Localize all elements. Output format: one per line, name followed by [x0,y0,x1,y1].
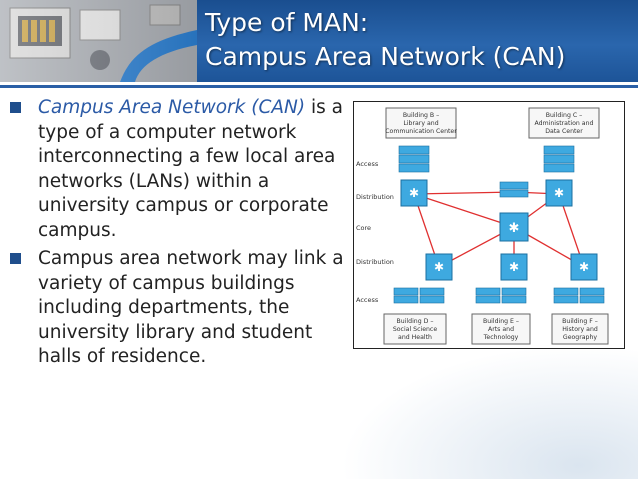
building-box-e: Building E – Arts and Technology [471,313,531,345]
layer-label-distribution-bottom: Distribution [356,258,394,266]
building-box-f: Building F – History and Geography [551,313,609,345]
slide-title: Type of MAN: Campus Area Network (CAN) [205,6,635,74]
switch-stack-c-icon [543,145,575,173]
building-e-line1: Building E – [483,318,519,325]
svg-text:✱: ✱ [509,221,520,236]
distribution-switch-e-icon: ✱ [500,253,528,281]
square-bullet-icon [10,253,21,264]
building-b-line2: Library and [403,120,438,127]
decorative-background [340,345,638,479]
diagram-svg: Access Distribution Core Distribution Ac… [356,107,609,345]
building-b-line1: Building B – [403,112,439,119]
layer-label-core: Core [356,224,371,232]
bullet-1-text: is a type of a computer network intercon… [38,97,343,241]
core-switch-stack-icon [499,181,529,198]
distribution-switch-f-icon: ✱ [570,253,598,281]
building-d-line1: Building D – [397,318,434,325]
distribution-switch-d-icon: ✱ [425,253,453,281]
layer-label-access-top: Access [356,160,379,168]
campus-network-diagram: Access Distribution Core Distribution Ac… [353,101,625,349]
bullet-1-emphasis: Campus Area Network (CAN) [38,97,306,118]
header-divider-white [0,82,638,85]
slide-header: Type of MAN: Campus Area Network (CAN) [0,0,638,82]
svg-text:✱: ✱ [579,260,589,274]
bullet-list: Campus Area Network (CAN) is a type of a… [10,96,345,374]
building-d-line2: Social Science [393,326,437,333]
network-cable-photo [0,0,197,82]
bullet-item-2: Campus area network may link a variety o… [10,247,345,370]
access-switches-bottom-icon [393,287,605,304]
bullet-2-text: Campus area network may link a variety o… [38,248,344,367]
svg-text:✱: ✱ [509,260,519,274]
building-c-line1: Building C – [546,112,582,119]
core-switch-icon: ✱ [499,212,529,242]
building-e-line2: Arts and [488,326,514,333]
building-c-line3: Data Center [545,128,583,135]
building-box-b: Building B – Library and Communication C… [385,107,457,139]
building-box-c: Building C – Administration and Data Cen… [528,107,600,139]
cable-illustration-icon [0,0,197,82]
layer-label-access-bottom: Access [356,296,379,304]
building-e-line3: Technology [483,334,519,341]
building-d-line3: and Health [398,334,432,341]
building-f-line2: History and [562,326,598,333]
title-line-1: Type of MAN: [205,8,369,37]
square-bullet-icon [10,102,21,113]
building-f-line1: Building F – [562,318,598,325]
building-c-line2: Administration and [535,120,594,127]
svg-text:✱: ✱ [409,186,419,200]
distribution-switch-c-icon: ✱ [545,179,573,207]
building-box-d: Building D – Social Science and Health [383,313,447,345]
distribution-switch-b-icon: ✱ [400,179,428,207]
header-divider-blue [0,85,638,88]
bullet-item-1: Campus Area Network (CAN) is a type of a… [10,96,345,243]
svg-text:✱: ✱ [434,260,444,274]
svg-text:✱: ✱ [554,186,564,200]
title-line-2: Campus Area Network (CAN) [205,42,566,71]
layer-label-distribution-top: Distribution [356,193,394,201]
building-b-line3: Communication Center [385,128,457,135]
switch-stack-b-icon [398,145,430,173]
building-f-line3: Geography [563,334,597,341]
